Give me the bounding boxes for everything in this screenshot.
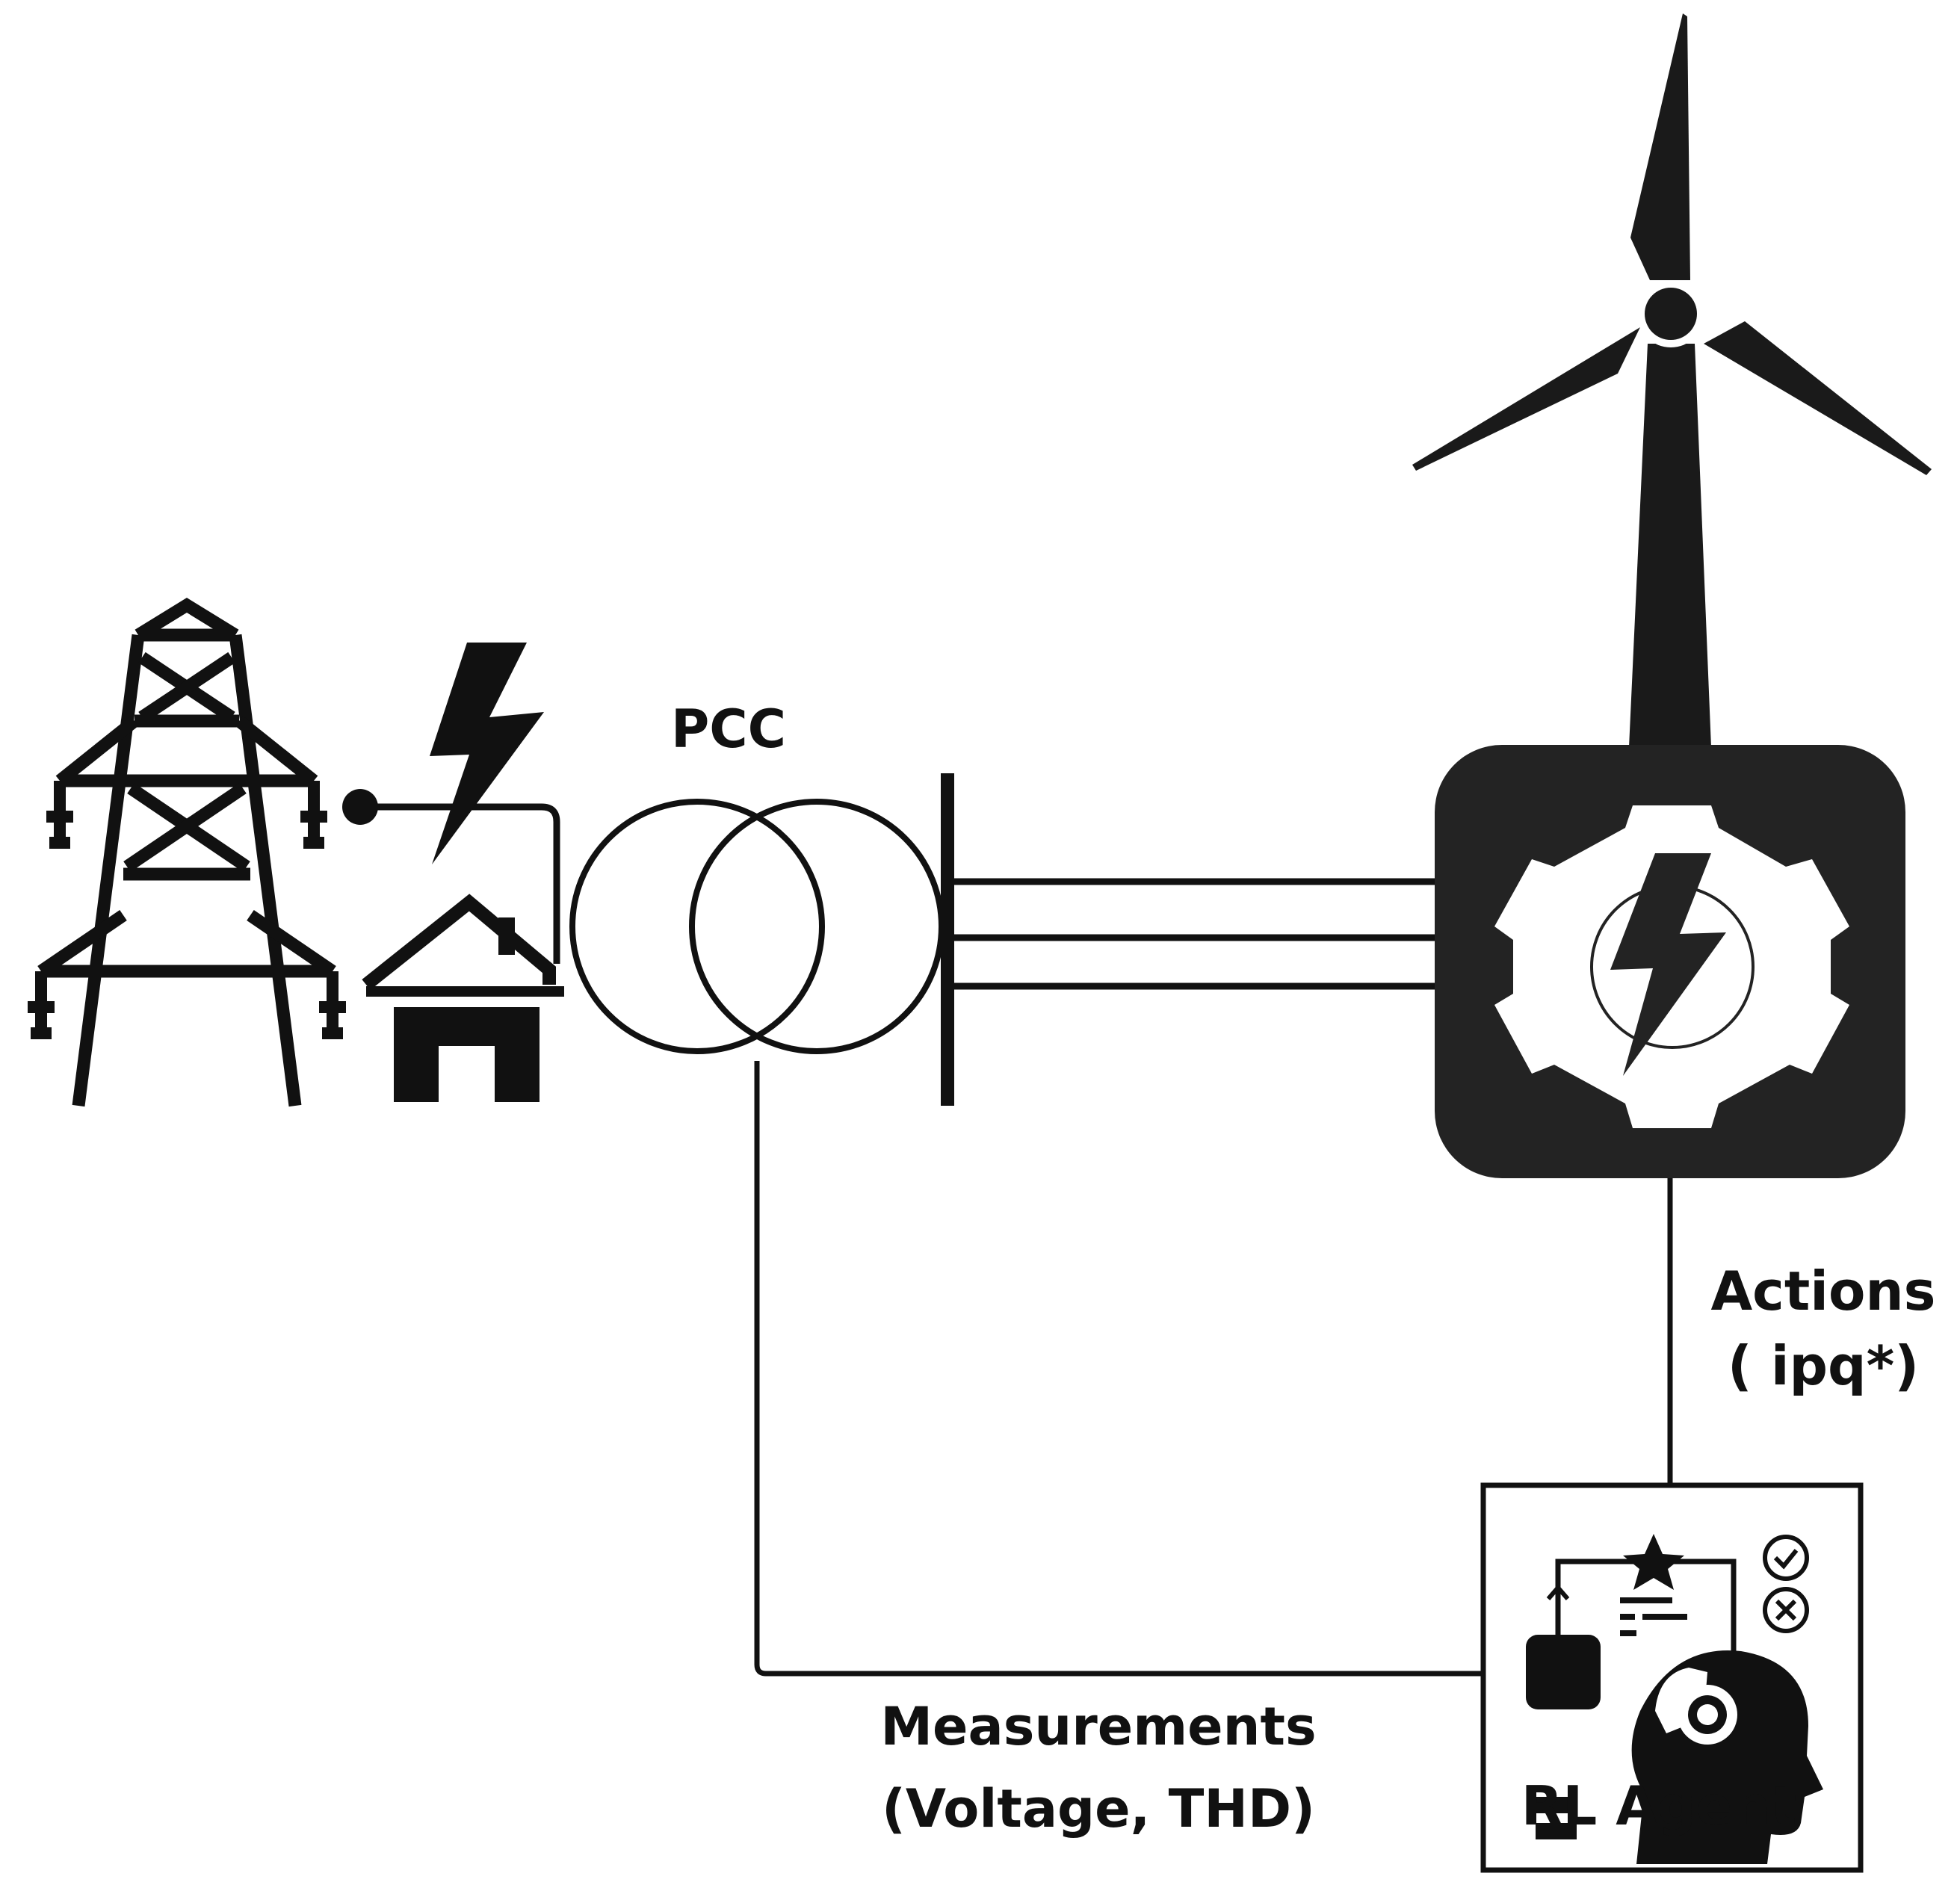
pcc-label: PCC xyxy=(671,699,786,760)
actions-label: Actions xyxy=(1710,1260,1935,1322)
transmission-tower-icon xyxy=(28,598,346,1107)
transformer-icon xyxy=(569,799,945,1054)
actions-sublabel: ( ipq*) xyxy=(1728,1334,1919,1397)
three-phase-lines xyxy=(941,773,1435,1106)
rl-agent-icon xyxy=(1526,1534,1823,1864)
power-converter-icon xyxy=(1435,745,1905,1178)
grid-connection-line xyxy=(342,789,560,964)
measurements-label: Measurements xyxy=(880,1696,1316,1757)
lightning-bolt-icon xyxy=(430,643,544,864)
wind-turbine-icon xyxy=(1412,13,1932,747)
house-icon xyxy=(362,894,564,1102)
rl-agent-label: RL Agent xyxy=(1521,1774,1796,1837)
rl-agent-box: RL Agent xyxy=(1480,1482,1864,1873)
signal-lines xyxy=(754,1061,1673,1677)
measurements-sublabel: (Voltage, THD) xyxy=(882,1778,1315,1839)
